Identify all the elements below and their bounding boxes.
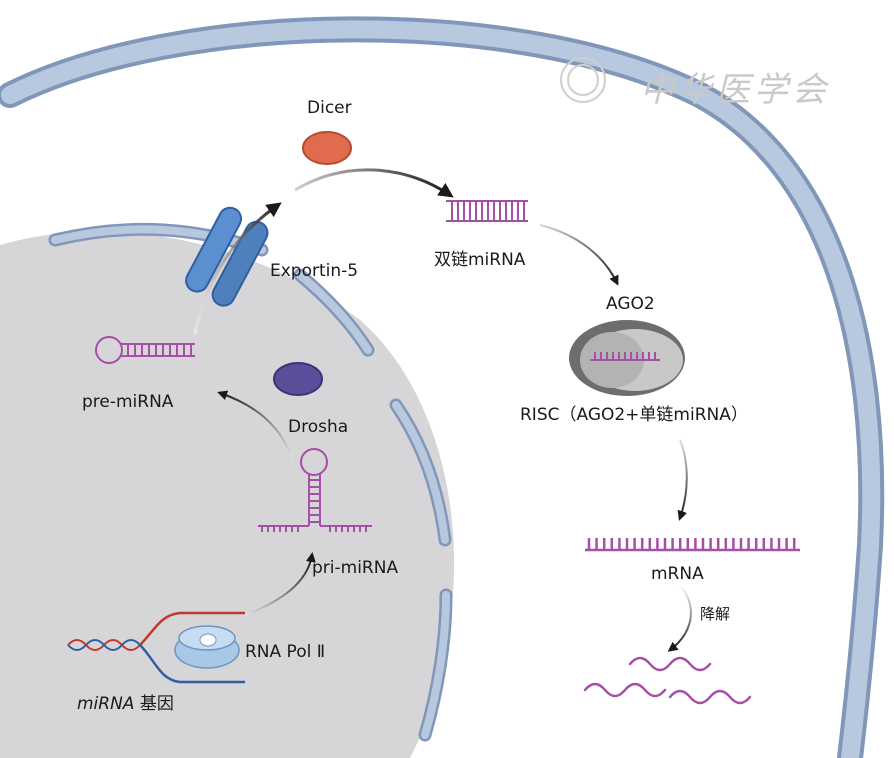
degraded-fragments [583,656,752,705]
mrna-strand [585,538,800,552]
dna-transcription [67,611,245,684]
nucleus [0,231,455,758]
label-pre-mirna: pre-miRNA [82,392,174,412]
label-risc: RISC（AGO2+单链miRNA） [520,405,748,425]
cell-membrane-inner [1,20,881,758]
arrow-pri-to-pre [217,390,293,459]
label-exportin-5: Exportin-5 [270,261,359,281]
risc-complex [569,320,685,396]
drosha-enzyme [273,362,323,396]
label-dicer: Dicer [307,98,352,118]
label-mirna-gene-suffix: 基因 [134,694,174,714]
exportin-5-channel [185,206,269,307]
arrow-pre-to-exportin [193,202,282,336]
rna-pol-ii [174,625,240,669]
nuclear-envelope [48,222,453,742]
label-ago2: AGO2 [606,294,655,314]
label-drosha: Drosha [288,417,349,437]
label-degrade: 降解 [700,605,731,623]
pre-mirna-hairpin [95,336,195,364]
watermark-text: 中华医学会 [640,70,830,110]
arrow-to-ago2 [539,224,619,286]
label-mirna-gene-italic: miRNA [77,694,135,714]
label-rna-pol-ii: RNA Pol Ⅱ [245,642,326,662]
dicer-enzyme [302,131,352,165]
arrow-pol-to-pri [244,552,316,616]
arrow-to-ds-mirna [294,168,454,198]
arrow-mrna-to-degrade [667,584,692,652]
label-pri-mirna: pri-miRNA [312,558,399,578]
ds-mirna-duplex [446,200,528,222]
pri-mirna-hairpin [258,448,372,532]
label-mrna: mRNA [651,564,704,584]
arrow-risc-to-mrna [677,439,688,521]
watermark-seal-icon [560,57,606,103]
label-mirna-gene: miRNA 基因 [77,694,174,714]
label-ds-mirna: 双链miRNA [434,250,526,270]
